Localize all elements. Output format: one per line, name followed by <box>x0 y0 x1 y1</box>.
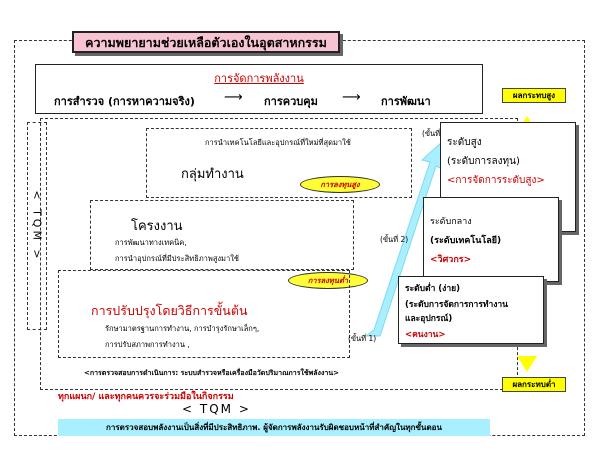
level-low-role: <คนงาน> <box>405 330 446 340</box>
step-survey: การสำรวจ (การหาความจริง) <box>54 95 195 108</box>
step-3-label: (ขั้นที่ 3) <box>422 129 451 138</box>
level-mid-box: ระดับกลาง (ระดับเทคโนโลยี) <วิศวกร> <box>423 197 559 282</box>
effect-high-tag: ผลกระทบสูง <box>502 88 566 103</box>
level-low-box: ระดับต่ำ (ง่าย) (ระดับการจัดการการทำงาน … <box>398 276 544 344</box>
high-investment-badge: การลงทุนสูง <box>300 176 380 193</box>
monitoring-footnote: <การตรวจสอบการดำเนินการ: ระบบสำรวจหรือเค… <box>84 369 339 377</box>
project-line-2: การนำอุปกรณ์ที่มีประสิทธิภาพสูงมาใช้ <box>115 254 239 263</box>
tqm-bottom-label: < TQM > <box>182 402 251 416</box>
step-develop: การพัฒนา <box>381 95 431 108</box>
energy-management-box: การจัดการพลังงาน การสำรวจ (การหาความจริง… <box>35 64 483 114</box>
diagram-title: ความพยายามช่วยเหลือตัวเองในอุตสาหกรรม <box>72 31 340 53</box>
step-2-label: (ขั้นที่ 2) <box>380 235 409 244</box>
project-box: โครงงาน การพัฒนาทางเทคนิค, การนำอุปกรณ์ท… <box>90 200 354 270</box>
workgroup-note: การนำเทคโนโลยีและอุปกรณ์ที่ใหม่ที่สุดมาใ… <box>205 138 351 147</box>
workgroup-label: กลุ่มทำงาน <box>181 167 244 182</box>
procedure-line-1: รักษามาตรฐานการทำงาน, การบำรุงรักษาเล็กๆ… <box>105 324 260 333</box>
level-mid-sub: (ระดับเทคโนโลยี) <box>430 236 502 246</box>
level-low-title: ระดับต่ำ (ง่าย) <box>405 284 460 294</box>
procedure-box: การปรับปรุงโดยวิธีการขั้นต้น รักษามาตรฐา… <box>58 270 350 358</box>
procedure-label: การปรับปรุงโดยวิธีการขั้นต้น <box>91 303 248 318</box>
low-investment-badge: การลงทุนต่ำ <box>288 272 368 289</box>
level-mid-title: ระดับกลาง <box>430 217 472 227</box>
level-high-sub: (ระดับการลงทุน) <box>447 156 520 167</box>
level-high-role: <การจัดการระดับสูง> <box>447 175 545 186</box>
participation-note: ทุกแผนก/ และทุกคนควรจะร่วมมือในกิจกรรม <box>58 392 234 402</box>
effect-low-tag: ผลกระทบต่ำ <box>502 377 566 392</box>
tqm-vertical-box: < TQM > <box>27 122 47 330</box>
level-high-title: ระดับสูง <box>447 137 482 148</box>
tqm-vertical-label: < TQM > <box>30 190 44 262</box>
level-low-sub-2: และอุปกรณ์) <box>405 314 453 324</box>
project-label: โครงงาน <box>131 219 183 234</box>
step-control: การควบคุม <box>264 95 318 108</box>
step-1-label: (ขั้นที่ 1) <box>348 334 377 343</box>
arrow-right-icon: ⟶ <box>342 90 361 105</box>
bottom-banner: การตรวจสอบพลังงานเป็นสิ่งที่มีประสิทธิภา… <box>58 419 490 436</box>
energy-management-heading: การจัดการพลังงาน <box>214 72 304 85</box>
level-low-sub: (ระดับการจัดการการทำงาน <box>405 300 508 310</box>
triangle-down-icon <box>517 356 537 372</box>
project-line-1: การพัฒนาทางเทคนิค, <box>115 238 187 247</box>
arrow-right-icon: ⟶ <box>224 90 243 105</box>
level-mid-role: <วิศวกร> <box>430 255 472 265</box>
procedure-line-2: การปรับสภาพการทำงาน , <box>105 340 190 349</box>
